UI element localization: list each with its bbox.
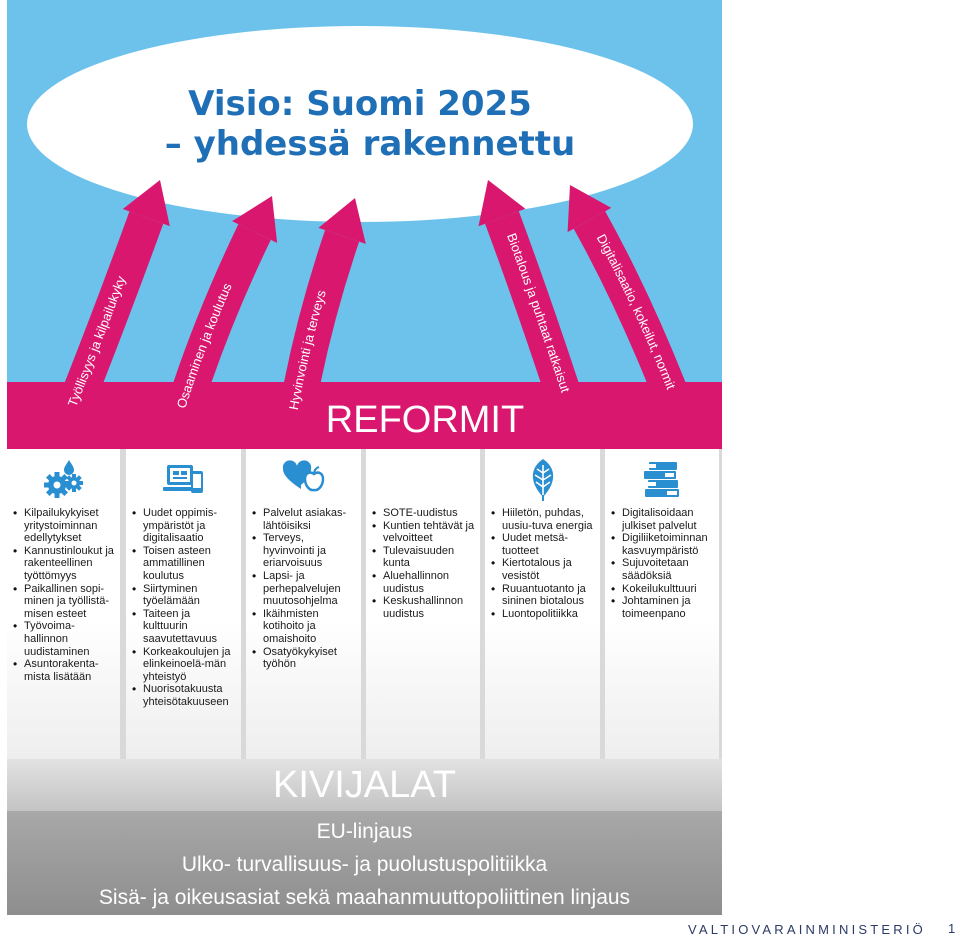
ministry-name: VALTIOVARAINMINISTERIÖ <box>688 922 926 937</box>
reform-list: Uudet oppimis-ympäristöt ja digitalisaat… <box>130 507 237 709</box>
list-item: Toisen asteen ammatillinen koulutus <box>132 545 237 583</box>
vision-line-2: – yhdessä rakennettu <box>164 124 576 164</box>
list-item: SOTE-uudistus <box>372 507 476 520</box>
arrow-shaft <box>485 211 598 451</box>
reform-column-6: Digitalisoidaan julkiset palvelut Digili… <box>605 449 719 759</box>
list-item: Nuorisotakuusta yhteisötakuuseen <box>132 683 237 708</box>
list-item: Taiteen ja kulttuurin saavutettavuus <box>132 608 237 646</box>
reform-column-4: SOTE-uudistus Kuntien tehtävät ja velvoi… <box>366 449 480 759</box>
arrow-shaft <box>38 211 164 462</box>
gears-icon <box>43 460 83 498</box>
vision-ellipse <box>27 26 693 222</box>
list-item: Kuntien tehtävät ja velvoitteet <box>372 520 476 545</box>
arrow-head <box>478 180 526 227</box>
list-item: Lapsi- ja perhepalvelujen muutosohjelma <box>252 570 357 608</box>
reforms-title: REFORMIT <box>325 399 525 441</box>
list-item: Johtaminen ja toimeenpano <box>611 595 715 620</box>
arrow-head <box>122 180 170 227</box>
list-item: Aluehallinnon uudistus <box>372 570 476 595</box>
heart-apple-icon <box>282 460 324 492</box>
list-item: Osatyökykyiset työhön <box>252 646 357 671</box>
list-item: Paikallinen sopi-minen ja työllistä-mise… <box>13 583 116 621</box>
list-item: Kokeilukulttuuri <box>611 583 715 596</box>
vision-title: Visio: Suomi 2025 – yhdessä rakennettu <box>60 84 660 164</box>
foundation-title: KIVIJALAT <box>272 764 457 806</box>
reform-list: Palvelut asiakas-lähtöisiksi Terveys, hy… <box>250 507 357 671</box>
reform-list: SOTE-uudistus Kuntien tehtävät ja velvoi… <box>370 507 476 620</box>
list-item: Digitalisoidaan julkiset palvelut <box>611 507 715 532</box>
list-item: Ruuantuotanto ja sininen biotalous <box>491 583 596 608</box>
reform-list: Digitalisoidaan julkiset palvelut Digili… <box>609 507 715 620</box>
reform-column-2: Uudet oppimis-ympäristöt ja digitalisaat… <box>126 449 241 759</box>
list-item: Palvelut asiakas-lähtöisiksi <box>252 507 357 532</box>
list-item: Terveys, hyvinvointi ja eriarvoisuus <box>252 532 357 570</box>
arrow-head <box>318 198 366 244</box>
arrow-shaft <box>272 230 360 458</box>
devices-icon <box>162 465 203 493</box>
reforms-band <box>7 382 722 450</box>
leaf-icon <box>532 459 553 501</box>
reform-column-5: Hiiletön, puhdas, uusiu-tuva energia Uud… <box>485 449 600 759</box>
reform-list: Kilpailukykyiset yritystoiminnan edellyt… <box>11 507 116 683</box>
list-item: Siirtyminen työelämään <box>132 583 237 608</box>
arrow-head <box>567 185 612 233</box>
list-item: Ikäihmisten kotihoito ja omaishoito <box>252 608 357 646</box>
arrow-shaft <box>152 224 271 460</box>
list-item: Sujuvoitetaan säädöksiä <box>611 557 715 582</box>
reform-list: Hiiletön, puhdas, uusiu-tuva energia Uud… <box>489 507 596 620</box>
books-icon <box>644 462 679 497</box>
list-item: Korkeakoulujen ja elinkeinoelä-män yhtei… <box>132 646 237 684</box>
list-item: Hiiletön, puhdas, uusiu-tuva energia <box>491 507 596 532</box>
list-item: Kannustinloukut ja rakenteellinen työttö… <box>13 545 116 583</box>
reform-column-1: Kilpailukykyiset yritystoiminnan edellyt… <box>7 449 120 759</box>
list-item: Luontopolitiikka <box>491 608 596 621</box>
list-item: Digiliiketoiminnan kasvuympäristö <box>611 532 715 557</box>
list-item: Keskushallinnon uudistus <box>372 595 476 620</box>
foundation-line-foreign: Ulko- turvallisuus- ja puolustuspolitiik… <box>181 853 548 876</box>
list-item: Uudet oppimis-ympäristöt ja digitalisaat… <box>132 507 237 545</box>
list-item: Asuntorakenta-mista lisätään <box>13 658 116 683</box>
foundation-line-eu: EU-linjaus <box>316 820 413 843</box>
list-item: Tulevaisuuden kunta <box>372 545 476 570</box>
list-item: Kiertotalous ja vesistöt <box>491 557 596 582</box>
foundation-line-interior: Sisä- ja oikeusasiat sekä maahanmuuttopo… <box>98 886 631 909</box>
page-number: 1 <box>948 921 956 936</box>
list-item: Työvoima-hallinnon uudistaminen <box>13 620 116 658</box>
arrow-shaft <box>573 211 707 452</box>
foundation-light-band <box>7 759 722 811</box>
vision-line-1: Visio: Suomi 2025 <box>188 84 532 124</box>
arrow-head <box>232 196 278 243</box>
reform-column-3: Palvelut asiakas-lähtöisiksi Terveys, hy… <box>246 449 361 759</box>
foundation-dark-band <box>7 811 722 915</box>
list-item: Uudet metsä-tuotteet <box>491 532 596 557</box>
list-item: Kilpailukykyiset yritystoiminnan edellyt… <box>13 507 116 545</box>
